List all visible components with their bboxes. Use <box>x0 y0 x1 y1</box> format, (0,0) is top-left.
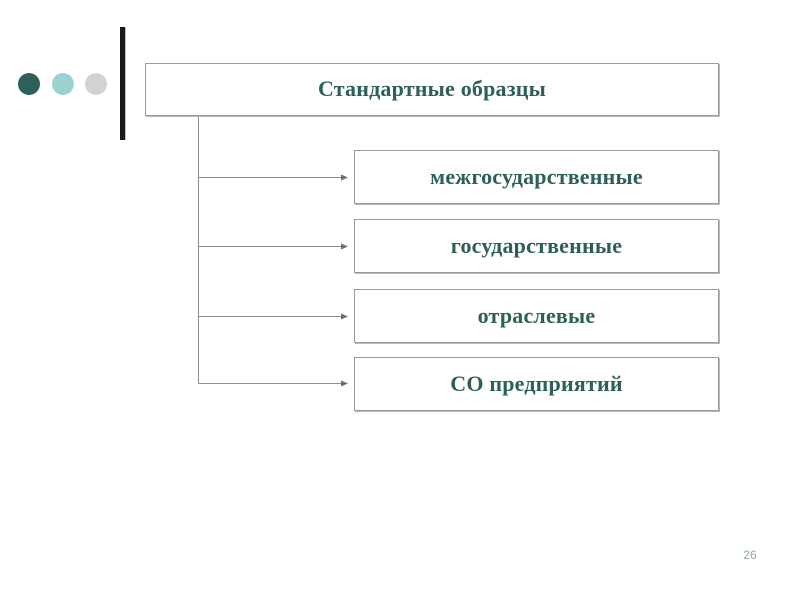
decorative-dot-dark-teal-icon <box>18 73 40 95</box>
diagram-node-so-predpriyatiy[interactable]: СО предприятий <box>354 357 719 411</box>
page-number: 26 <box>743 548 757 562</box>
decorative-dot-gray-icon <box>85 73 107 95</box>
decorative-dot-light-teal-icon <box>52 73 74 95</box>
diagram-node-otraslevye[interactable]: отраслевые <box>354 289 719 343</box>
diagram-node-gosudarstvennye[interactable]: государственные <box>354 219 719 273</box>
diagram-node-root[interactable]: Стандартные образцы <box>145 63 719 116</box>
decorative-vertical-bar <box>119 27 126 140</box>
diagram-node-mezhgosudarstvennye[interactable]: межгосударственные <box>354 150 719 204</box>
